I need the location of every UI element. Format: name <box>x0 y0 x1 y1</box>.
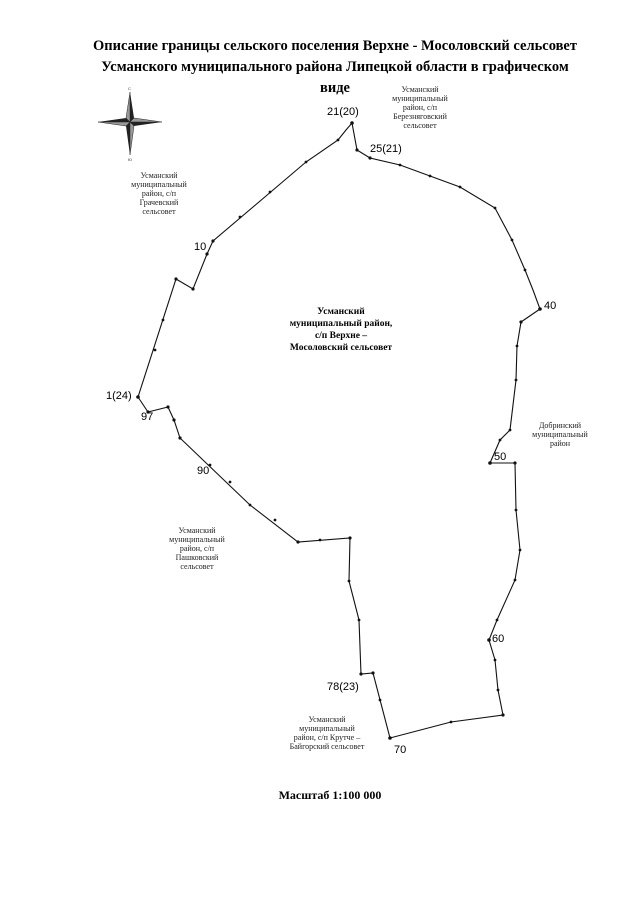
svg-text:район, с/п Крутче –: район, с/п Крутче – <box>294 733 361 742</box>
point-label-10: 10 <box>194 241 206 253</box>
settlement-center-label: Усманский муниципальный район, с/п Верхн… <box>290 306 393 353</box>
map-title: Описание границы сельского поселения Вер… <box>60 36 610 99</box>
svg-text:с/п Верхне –: с/п Верхне – <box>315 331 367 341</box>
neighbor-label-krutche: Усманский муниципальный район, с/п Крутч… <box>290 715 365 751</box>
title-line-2: Усманского муниципального района Липецко… <box>101 59 569 75</box>
svg-text:Усманский: Усманский <box>308 715 346 724</box>
boundary-vertices <box>136 121 542 740</box>
svg-text:район, с/п: район, с/п <box>142 189 177 198</box>
point-label-25: 25(21) <box>370 143 402 155</box>
settlement-boundary <box>137 121 541 739</box>
compass-rose-icon: С Ю <box>97 86 163 162</box>
svg-text:муниципальный: муниципальный <box>131 180 187 189</box>
compass-south-label: Ю <box>128 157 132 162</box>
point-label-21: 21(20) <box>327 106 359 118</box>
neighbor-label-dobrinsky: Добринский муниципальный район <box>532 421 588 448</box>
compass-north-label: С <box>128 86 131 91</box>
svg-text:Усманский: Усманский <box>140 171 178 180</box>
svg-text:Мосоловский сельсовет: Мосоловский сельсовет <box>290 342 393 353</box>
point-label-70: 70 <box>394 744 406 756</box>
svg-text:Усманский: Усманский <box>401 85 439 94</box>
svg-text:муниципальный район,: муниципальный район, <box>290 318 393 329</box>
point-label-97: 97 <box>141 411 153 423</box>
neighbor-label-pashkovsky: Усманский муниципальный район, с/п Пашко… <box>169 526 225 571</box>
svg-text:Усманский: Усманский <box>317 306 365 317</box>
svg-text:Грачевский: Грачевский <box>140 198 179 207</box>
svg-text:Усманский: Усманский <box>178 526 216 535</box>
point-label-90: 90 <box>197 465 209 477</box>
svg-text:Байгорский сельсовет: Байгорский сельсовет <box>290 742 365 751</box>
svg-text:муниципальный: муниципальный <box>169 535 225 544</box>
title-line-3: виде <box>320 80 350 96</box>
svg-text:Добринский: Добринский <box>539 421 582 430</box>
svg-text:сельсовет: сельсовет <box>180 562 214 571</box>
svg-text:сельсовет: сельсовет <box>142 207 176 216</box>
svg-text:Березняговский: Березняговский <box>393 112 447 121</box>
svg-text:район, с/п: район, с/п <box>403 103 438 112</box>
map-scale: Масштаб 1:100 000 <box>278 788 382 802</box>
title-line-1: Описание границы сельского поселения Вер… <box>93 38 577 54</box>
svg-text:район, с/п: район, с/п <box>180 544 215 553</box>
neighbor-label-berezniagovsky: Усманский муниципальный район, с/п Берез… <box>392 85 448 130</box>
svg-text:Пашковский: Пашковский <box>176 553 219 562</box>
point-label-60: 60 <box>492 633 504 645</box>
svg-text:муниципальный: муниципальный <box>299 724 355 733</box>
point-label-1: 1(24) <box>106 390 132 402</box>
svg-text:сельсовет: сельсовет <box>403 121 437 130</box>
svg-text:муниципальный: муниципальный <box>392 94 448 103</box>
svg-text:муниципальный: муниципальный <box>532 430 588 439</box>
svg-text:район: район <box>550 439 571 448</box>
point-label-78: 78(23) <box>327 681 359 693</box>
neighbor-label-grachevsky: Усманский муниципальный район, с/п Граче… <box>131 171 187 216</box>
point-label-50: 50 <box>494 451 506 463</box>
point-label-40: 40 <box>544 300 556 312</box>
